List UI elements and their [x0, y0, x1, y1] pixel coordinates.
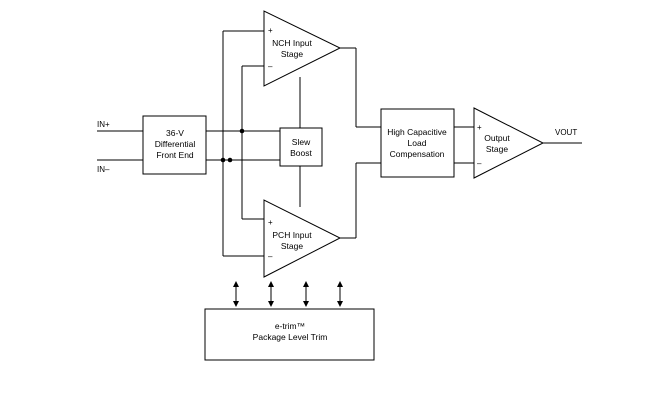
- junction-dot: [239, 128, 245, 134]
- front-end-output-wires: [206, 30, 280, 257]
- nch-input-stage: + – NCH Input Stage: [263, 10, 342, 87]
- nch-plus-sign: +: [268, 26, 273, 35]
- stage-output-wires: [340, 47, 381, 239]
- front-end-line2: Differential: [155, 139, 196, 149]
- output-label-line1: Output: [484, 133, 510, 143]
- in-plus-label: IN+: [97, 120, 110, 129]
- pch-label-line1: PCH Input: [272, 230, 312, 240]
- vout-pin: VOUT: [543, 128, 582, 144]
- in-minus-label: IN–: [97, 165, 110, 174]
- slew-label-line2: Boost: [290, 148, 312, 158]
- pch-minus-sign: –: [268, 252, 273, 261]
- nch-label-line2: Stage: [281, 49, 303, 59]
- front-end-block: 36-V Differential Front End: [142, 115, 207, 175]
- compensation-box: [380, 108, 455, 178]
- nch-minus-sign: –: [268, 62, 273, 71]
- pch-label-line2: Stage: [281, 241, 303, 251]
- etrim-box: [204, 308, 375, 361]
- slew-label-line1: Slew: [292, 137, 311, 147]
- in-minus-pin: IN–: [97, 159, 143, 174]
- front-end-box: [142, 115, 207, 175]
- etrim-line2: Package Level Trim: [253, 332, 328, 342]
- etrim-line1: e-trim™: [275, 321, 305, 331]
- vout-label: VOUT: [555, 128, 577, 137]
- output-stage: + – Output Stage: [473, 107, 545, 179]
- slew-boost-block: Slew Boost: [279, 77, 323, 207]
- junction-dot: [227, 157, 233, 163]
- output-plus-sign: +: [477, 123, 482, 132]
- compensation-line2: Load: [408, 138, 427, 148]
- junction-dot: [220, 157, 226, 163]
- compensation-output-wires: [454, 126, 474, 164]
- output-minus-sign: –: [477, 159, 482, 168]
- compensation-block: High Capacitive Load Compensation: [380, 108, 455, 178]
- pch-amplifier-triangle: [263, 199, 342, 278]
- pch-input-stage: + – PCH Input Stage: [263, 199, 342, 278]
- front-end-line3: Front End: [156, 150, 194, 160]
- in-plus-pin: IN+: [97, 120, 143, 132]
- slew-boost-box: [279, 127, 323, 167]
- trim-arrows: [233, 281, 343, 307]
- compensation-line3: Compensation: [390, 149, 445, 159]
- nch-amplifier-triangle: [263, 10, 342, 87]
- etrim-block: e-trim™ Package Level Trim: [204, 308, 375, 361]
- front-end-line1: 36-V: [166, 128, 184, 138]
- pch-plus-sign: +: [268, 218, 273, 227]
- output-label-line2: Stage: [486, 144, 508, 154]
- output-amplifier-triangle: [473, 107, 545, 179]
- compensation-line1: High Capacitive: [387, 127, 447, 137]
- nch-label-line1: NCH Input: [272, 38, 312, 48]
